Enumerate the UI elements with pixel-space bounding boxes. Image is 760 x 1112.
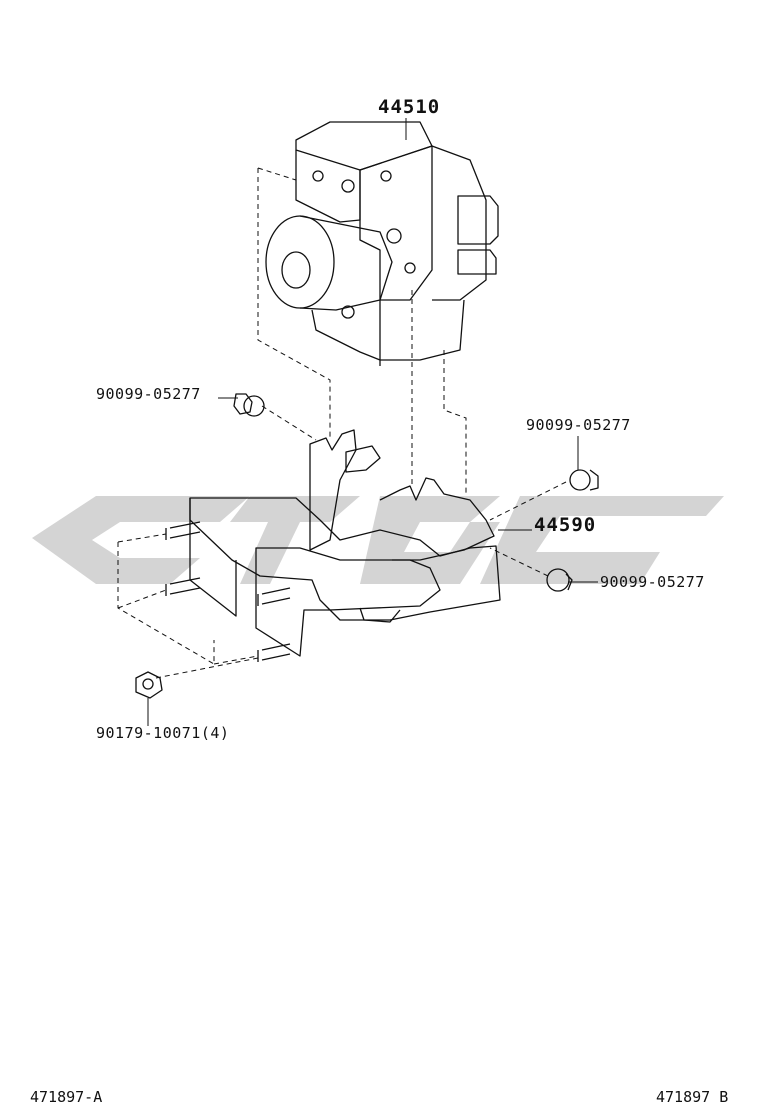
mounting-studs (165, 521, 291, 662)
figure-ref-right: 471897 B (656, 1088, 729, 1106)
watermark-logo (32, 496, 724, 584)
part-number-bolt-lower-right: 90099-05277 (600, 573, 705, 591)
part-number-44510: 44510 (378, 96, 441, 118)
part-number-nut: 90179-10071(4) (96, 724, 230, 742)
leader-lines (147, 118, 598, 726)
part-number-44590: 44590 (534, 514, 597, 536)
abs-actuator-unit (265, 121, 499, 366)
flange-bolt-lower-right (546, 568, 573, 592)
part-number-bolt-upper-right: 90099-05277 (526, 416, 631, 434)
alignment-lines (117, 167, 567, 679)
flange-bolt-upper-left (233, 393, 265, 417)
flange-nut (135, 671, 163, 699)
bracket-assembly (189, 429, 501, 657)
flange-bolt-upper-right (569, 469, 599, 491)
part-number-bolt-upper-left: 90099-05277 (96, 385, 201, 403)
figure-ref-left: 471897-A (30, 1088, 103, 1106)
